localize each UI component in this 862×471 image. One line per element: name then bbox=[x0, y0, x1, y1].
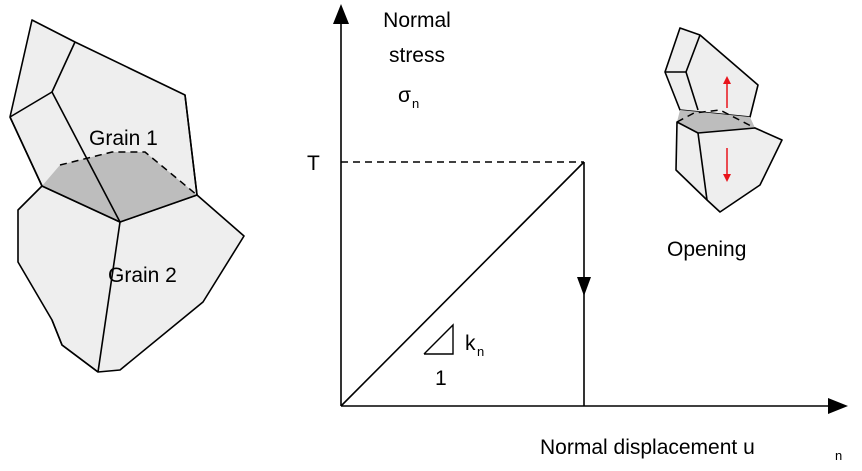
loading-curve bbox=[340, 161, 585, 407]
traction-separation-plot: Normal stress σ n T k n 1 Normal displac… bbox=[307, 4, 848, 463]
y-axis-arrowhead bbox=[333, 4, 349, 24]
grain-contact-zone bbox=[42, 152, 197, 222]
slope-label-sub: n bbox=[477, 344, 484, 359]
drop-arrowhead bbox=[577, 277, 591, 296]
opening-contact-dashed bbox=[676, 109, 756, 129]
y-axis-label-line1: Normal bbox=[383, 9, 451, 32]
y-axis-label-line2: stress bbox=[389, 44, 445, 67]
slope-triangle bbox=[423, 323, 454, 355]
x-axis-label: Normal displacement u bbox=[540, 436, 755, 459]
y-axis-symbol-sub: n bbox=[412, 96, 419, 111]
grain-2-internal-edge-b bbox=[51, 319, 99, 373]
slope-label: k bbox=[465, 332, 476, 355]
opening-lower-grain bbox=[675, 121, 783, 213]
opening-caption: Opening bbox=[667, 238, 746, 261]
opening-mode-figure: Opening bbox=[664, 27, 783, 261]
x-axis-arrowhead bbox=[828, 398, 848, 414]
opening-contact-zone bbox=[677, 110, 755, 133]
slope-run-label: 1 bbox=[435, 367, 447, 390]
grain-1-internal-edge-b bbox=[9, 91, 53, 118]
grain-2-internal-edge-a bbox=[97, 221, 121, 373]
peak-label: T bbox=[307, 152, 320, 175]
x-axis-label-sub: n bbox=[835, 448, 842, 463]
grain-assembly: Grain 1 Grain 2 bbox=[9, 19, 245, 373]
grain-1-outline-left bbox=[9, 116, 43, 187]
opening-lower-grain-edge bbox=[697, 132, 708, 201]
y-axis-symbol: σ bbox=[398, 84, 411, 107]
grain-1-label: Grain 1 bbox=[89, 127, 158, 150]
grain-1-outline-right bbox=[184, 94, 198, 196]
grain-2-label: Grain 2 bbox=[108, 264, 177, 287]
